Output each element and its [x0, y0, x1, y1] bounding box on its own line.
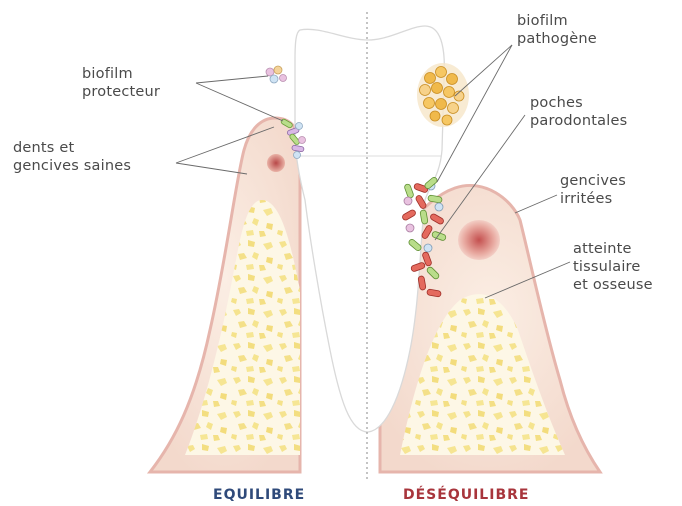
- leader-biofilm-protecteur-a: [196, 76, 268, 83]
- label-dents-gencives-saines: dents et gencives saines: [13, 139, 131, 175]
- leader-biofilm-protecteur-b: [196, 83, 283, 121]
- leader-biofilm-pathogene-a: [455, 45, 512, 96]
- label-biofilm-protecteur: biofilm protecteur: [82, 65, 160, 101]
- caption-desequilibre: DÉSÉQUILIBRE: [403, 486, 529, 504]
- label-poches-parodontales: poches parodontales: [530, 94, 627, 130]
- label-biofilm-pathogene: biofilm pathogène: [517, 12, 597, 48]
- pathogenic-biofilm: [417, 63, 469, 127]
- label-atteinte-tissulaire: atteinte tissulaire et osseuse: [573, 240, 653, 294]
- leader-gencives-irritees: [515, 195, 557, 213]
- label-gencives-irritees: gencives irritées: [560, 172, 626, 208]
- leader-dents-saines-a: [176, 163, 247, 174]
- healthy-gum-spot: [267, 154, 285, 172]
- irritated-gum-spot: [458, 220, 500, 260]
- healthy-bone: [185, 200, 300, 455]
- caption-equilibre: EQUILIBRE: [213, 486, 305, 504]
